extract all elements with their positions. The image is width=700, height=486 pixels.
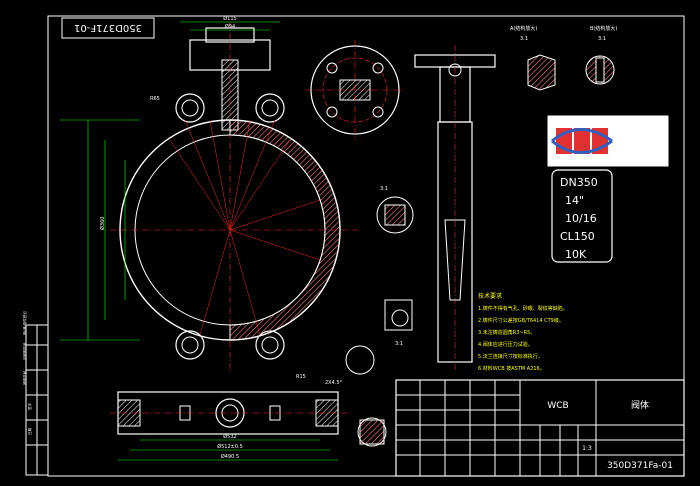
side-section-view <box>414 45 496 372</box>
title-material: WCB <box>547 401 568 411</box>
detail-label-a: A(结构放大) <box>510 25 537 32</box>
note-3: 3.未注铸造圆角R3~R5。 <box>478 329 535 336</box>
title-part-name: 阀体 <box>631 399 649 411</box>
spec-line-1: DN350 <box>560 176 598 189</box>
notes-title: 技术要求 <box>478 292 502 300</box>
note-4: 4.阀体应进行压力试验。 <box>478 341 533 348</box>
drawing-number-box: 350D371F-01 <box>61 17 155 39</box>
side-table-row-5: 日期 <box>27 428 32 436</box>
title-scale: 1:3 <box>582 445 592 452</box>
dim-d360: Ø360 <box>99 217 106 230</box>
spec-line-4: CL150 <box>560 230 595 243</box>
dim-bottom-d1: Ø532 <box>223 433 236 440</box>
note-1: 1.铸件不得有气孔、砂眼、裂纹等缺陷。 <box>478 305 568 312</box>
side-table: 借(通)用件登记 旧底图总号 底图总号 签字 日期 <box>22 311 49 476</box>
dim-chamfer: 2X4.5° <box>325 380 343 386</box>
dim-top-d2: Ø94 <box>225 23 235 30</box>
note-6: 6.材料WCB 按ASTM A216。 <box>478 365 545 372</box>
side-table-row-2: 旧底图总号 <box>22 342 27 360</box>
company-logo <box>547 115 669 167</box>
dim-bottom-d3: Ø490.5 <box>221 453 239 460</box>
spec-line-5: 10K <box>565 248 587 261</box>
title-block: WCB 阀体 1:3 350D371Fa-01 <box>395 379 685 477</box>
note-5: 5.法兰连接尺寸按标准执行。 <box>478 353 543 360</box>
detail-scale-a: 3:1 <box>520 36 528 42</box>
main-view: Ø115 Ø94 R65 Ø360 R15 <box>60 15 360 380</box>
detail-scale-c: 3:1 <box>380 186 388 192</box>
dim-top-d1: Ø115 <box>223 15 236 22</box>
dim-r15: R15 <box>296 374 306 380</box>
side-table-row-4: 签字 <box>27 403 32 411</box>
side-table-row-1: 借(通)用件登记 <box>22 311 27 335</box>
flange-view <box>305 40 405 140</box>
spec-box: DN350 14" 10/16 CL150 10K <box>551 169 613 263</box>
bottom-view: Ø532 Ø512±0.5 Ø490.5 2X4.5° <box>110 380 350 461</box>
spec-line-2: 14" <box>565 194 584 207</box>
dim-r65: R65 <box>150 96 160 102</box>
drawing-border <box>47 15 685 477</box>
dim-bottom-d2: Ø512±0.5 <box>217 443 243 450</box>
detail-views: A(结构放大) B(结构放大) 3:1 3:1 3:1 3:1 <box>345 25 617 447</box>
technical-notes: 技术要求 1.铸件不得有气孔、砂眼、裂纹等缺陷。 2.铸件尺寸公差按GB/T64… <box>478 292 568 372</box>
title-drawing-number: 350D371Fa-01 <box>607 461 673 471</box>
spec-line-3: 10/16 <box>565 212 597 225</box>
detail-scale-b: 3:1 <box>598 36 606 42</box>
side-table-row-3: 底图总号 <box>22 371 27 385</box>
drawing-number-text: 350D371F-01 <box>74 22 142 33</box>
note-2: 2.铸件尺寸公差按GB/T6414 CT9级。 <box>478 317 564 324</box>
detail-label-b: B(结构放大) <box>590 25 617 32</box>
detail-scale-d: 3:1 <box>395 341 403 347</box>
